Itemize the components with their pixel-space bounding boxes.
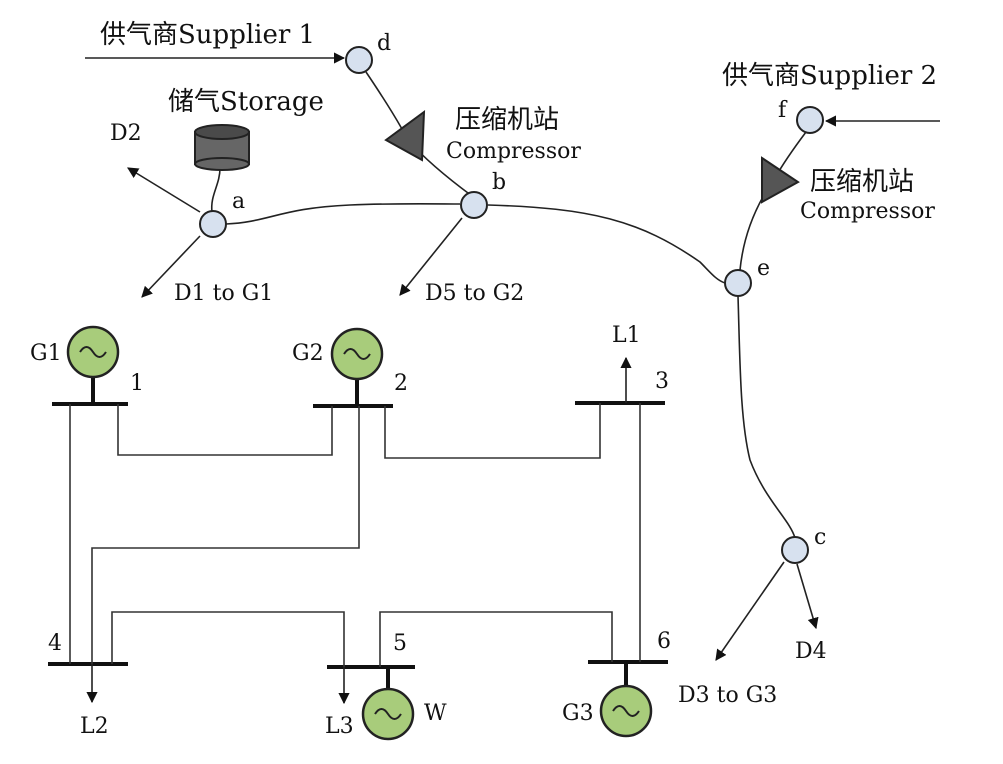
line-2-4	[91, 406, 360, 664]
line-4-5	[111, 611, 345, 667]
demand-d4-label: D4	[795, 639, 827, 664]
bus-6-label: 6	[657, 629, 671, 654]
sine-icon	[79, 346, 107, 358]
demand-d3-label: D3 to G3	[678, 683, 777, 708]
bus-2-label: 2	[394, 371, 408, 396]
compressor2-icon	[761, 156, 800, 204]
demand-d5-label: D5 to G2	[425, 281, 524, 306]
compressor1-en-label: Compressor	[446, 139, 581, 164]
generator-w-label: W	[424, 701, 447, 726]
generator-g1	[66, 325, 120, 379]
power-network: 1 2 3 4 5 6	[30, 323, 671, 741]
gas-node-e-label: e	[757, 256, 770, 281]
gas-node-d	[345, 46, 373, 74]
demand-d1-arrow	[141, 235, 201, 298]
demand-d4-arrow	[796, 563, 819, 630]
gas-node-d-label: d	[377, 31, 391, 56]
bus-4-label: 4	[48, 631, 62, 656]
generator-g1-label: G1	[30, 341, 62, 366]
sine-icon	[612, 705, 640, 717]
gas-node-a-label: a	[232, 189, 245, 214]
generator-g3	[599, 684, 653, 738]
storage-label: 储气Storage	[168, 87, 324, 117]
demand-d2-label: D2	[110, 121, 142, 146]
line-2-3	[384, 403, 601, 459]
compressor2-en-label: Compressor	[800, 199, 935, 224]
gas-node-f	[796, 106, 824, 134]
compressor2-cn-label: 压缩机站	[810, 167, 914, 197]
gas-network: 供气商Supplier 1 供气商Supplier 2 储气Storage 压缩…	[85, 20, 940, 708]
gas-node-c-label: c	[814, 525, 826, 550]
generator-g2-label: G2	[292, 341, 324, 366]
demand-d3-arrow	[715, 561, 785, 661]
generator-w	[361, 687, 415, 741]
pipe-b-e	[487, 204, 726, 284]
supplier1-label: 供气商Supplier 1	[100, 20, 315, 50]
demand-d1-label: D1 to G1	[174, 281, 273, 306]
sine-icon	[343, 348, 371, 360]
storage-icon	[194, 124, 250, 171]
compressor1-icon	[384, 109, 426, 162]
bus-3-label: 3	[655, 369, 669, 394]
line-1-2	[117, 404, 333, 456]
load-l1-label: L1	[612, 323, 641, 348]
pipe-e-c	[737, 295, 796, 539]
supplier2-label: 供气商Supplier 2	[722, 61, 937, 91]
gas-node-b	[460, 191, 488, 219]
load-l3-label: L3	[325, 714, 354, 739]
gas-node-b-label: b	[492, 170, 506, 195]
gas-node-c	[781, 536, 809, 564]
bus-1-label: 1	[130, 371, 144, 396]
gas-node-f-label: f	[778, 98, 788, 123]
gas-node-e	[724, 269, 752, 297]
pipe-a-b	[225, 202, 461, 225]
demand-d5-arrow	[399, 217, 463, 296]
load-l2-label: L2	[80, 714, 109, 739]
generator-g3-label: G3	[562, 701, 594, 726]
line-5-6	[379, 611, 613, 667]
gas-node-a	[199, 210, 227, 238]
bus-5-label: 5	[393, 631, 407, 656]
demand-d2-arrow	[127, 167, 201, 213]
sine-icon	[374, 708, 402, 720]
storage-link	[210, 167, 221, 213]
pipe-f-e	[739, 131, 807, 271]
compressor1-cn-label: 压缩机站	[455, 105, 559, 135]
generator-g2	[330, 327, 384, 381]
